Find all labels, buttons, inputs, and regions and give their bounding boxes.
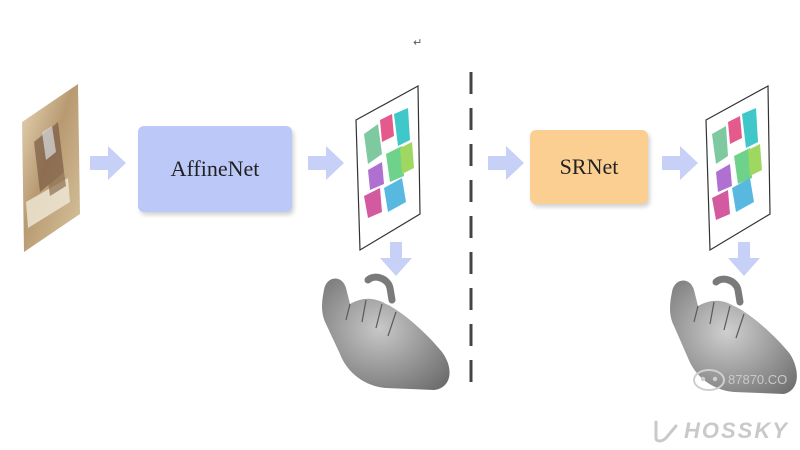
hand-mesh-icon [322,273,450,390]
watermark-brand: HOSSKY [684,418,789,443]
watermark-logo-icon [693,369,725,391]
uv-texture-panel-icon [705,84,771,252]
srnet-block: SRNet [530,130,648,204]
affinenet-block: AffineNet [138,126,292,212]
arrow-right-icon [90,146,126,180]
watermark-domain: 87870.CO [728,372,788,387]
affinenet-label: AffineNet [170,156,260,181]
uv-texture-panel-icon [355,84,421,252]
arrow-right-icon [308,146,344,180]
return-mark: ↵ [413,36,423,49]
arrow-down-icon [380,242,412,276]
watermark-brand-icon [654,420,678,443]
srnet-label: SRNet [559,154,619,179]
dashed-divider [469,72,473,392]
hand-mesh-icon [670,275,797,394]
arrow-down-icon [728,242,760,276]
input-hand-photo [22,84,80,252]
arrow-right-icon [488,146,524,180]
arrow-right-icon [662,146,698,180]
